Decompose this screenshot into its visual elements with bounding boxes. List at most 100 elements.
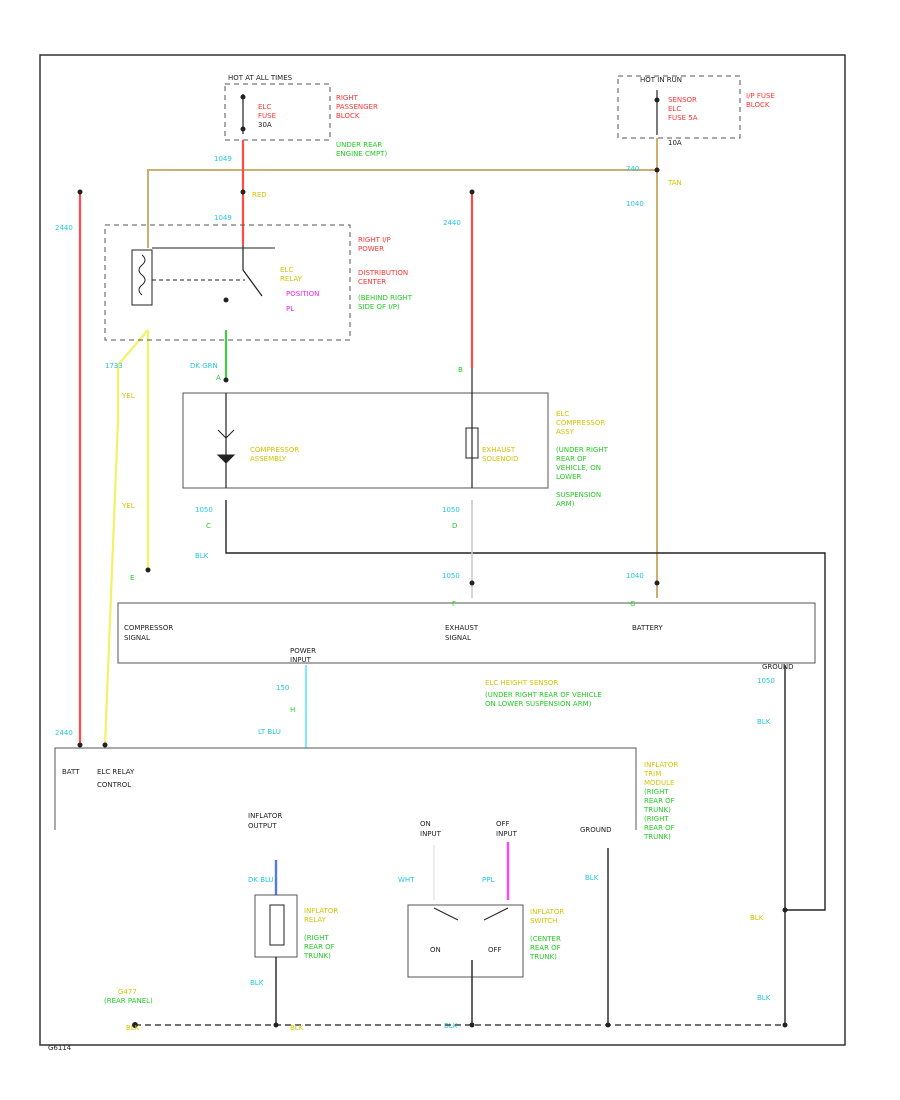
circuit-tan-2: 1040 — [626, 200, 644, 208]
relay-location-4: CENTER — [358, 278, 386, 286]
module-info-8: REAR OF — [644, 824, 675, 832]
exhaust-label-2: SOLENOID — [482, 455, 518, 463]
ground-node-3 — [605, 1022, 611, 1028]
wire-green-label: DK GRN — [190, 362, 218, 370]
circuit-exhaust-2: 1050 — [442, 572, 460, 580]
wire-inflator-relay-blk: BLK — [250, 979, 264, 987]
module-info-4: (RIGHT — [644, 788, 669, 796]
exhaust-pin-b: B — [458, 366, 463, 374]
circuit-red-2: 1049 — [214, 214, 232, 222]
sensor-box — [117, 602, 816, 664]
ground-bus-blk-2: BLK — [290, 1024, 304, 1032]
sensor-group: E F G COMPRESSOR SIGNAL EXHAUST SIGNAL B… — [117, 567, 816, 714]
ground-bus-blk-1: BLK — [126, 1024, 140, 1032]
inflator-switch-info-1: INFLATOR — [530, 908, 564, 916]
module-info-3: MODULE — [644, 779, 674, 787]
circuit-yellow: 1733 — [105, 362, 123, 370]
inflator-switch-blade-on — [433, 907, 459, 921]
inflator-switch-info-2: SWITCH — [530, 917, 557, 925]
relay-mount-1: (BEHIND RIGHT — [358, 294, 413, 302]
diagram-frame — [39, 54, 846, 1046]
wire-ltblue-label: LT BLU — [258, 728, 281, 736]
sensor-exhaust-signal-1: EXHAUST — [445, 624, 479, 632]
sensor-pin-f: F — [452, 600, 456, 608]
compressor-group: A COMPRESSOR ASSEMBLY B EXHAUST SOLENOID… — [182, 366, 609, 530]
module-inflator-output-1: INFLATOR — [248, 812, 282, 820]
module-group: BATT ELC RELAY CONTROL INFLATOR TRIM MOD… — [54, 742, 678, 841]
fuse-right-label-3: FUSE 5A — [668, 114, 698, 122]
inflator-relay-info-3: (RIGHT — [304, 934, 329, 942]
inflator-switch-blade-off — [483, 907, 509, 921]
ground-node-4 — [782, 1022, 788, 1028]
inflator-switch-info-3: (CENTER — [530, 935, 561, 943]
wire-red-left-label: 2440 — [55, 729, 73, 737]
ground-node-1 — [273, 1022, 279, 1028]
relay-group: ELC RELAY RIGHT I/P POWER DISTRIBUTION C… — [104, 224, 413, 341]
module-on-input-2: INPUT — [420, 830, 442, 838]
wire-dkblue-label: DK BLU — [248, 876, 274, 884]
fuse-left-label-1: ELC — [258, 103, 271, 111]
sensor-info-1: ELC HEIGHT SENSOR — [485, 679, 558, 687]
comp-info-4: (UNDER RIGHT — [556, 446, 609, 454]
relay-position-1: POSITION — [286, 290, 319, 298]
fuse-left-term-bottom — [240, 126, 246, 132]
fuse-left-header: HOT AT ALL TIMES — [228, 74, 293, 82]
fuse-right-label-4: 10A — [668, 139, 682, 147]
sensor-pin-g: G — [630, 600, 635, 608]
circuit-ground-4: BLK — [757, 994, 771, 1002]
comp-info-1: ELC — [556, 410, 569, 418]
ground-label-2: (REAR PANEL) — [104, 997, 153, 1005]
compressor-pin-a: A — [216, 374, 221, 382]
sensor-battery: BATTERY — [632, 624, 663, 632]
inflator-switch-group: ON OFF INFLATOR SWITCH (CENTER REAR OF T… — [407, 904, 564, 978]
relay-coil — [131, 249, 153, 306]
circuit-exhaust: 1050 — [442, 506, 460, 514]
comp-info-3: ASSY — [556, 428, 575, 436]
comp-pin-c: C — [206, 522, 211, 530]
module-pin-yel — [102, 742, 108, 748]
splice-black-ground — [782, 907, 788, 913]
wire-ppl-label: PPL — [482, 876, 494, 884]
module-off-input-1: OFF — [496, 820, 510, 828]
inflator-relay-group: INFLATOR RELAY (RIGHT REAR OF TRUNK) — [254, 894, 338, 960]
sensor-info-2: (UNDER RIGHT REAR OF VEHICLE — [485, 691, 602, 699]
circuit-ltblue: 150 — [276, 684, 289, 692]
wire-tan-top — [147, 169, 657, 248]
fuse-left-term-top — [240, 94, 246, 100]
circuit-ground-1: 1050 — [757, 677, 775, 685]
inflator-relay-info-4: REAR OF — [304, 943, 335, 951]
relay-position-2: PL — [286, 305, 294, 313]
compressor-motor-symbol — [217, 429, 235, 439]
sensor-pin-batt — [654, 580, 660, 586]
comp-pin-d: D — [452, 522, 457, 530]
inflator-switch-info-5: TRUNK) — [529, 953, 557, 961]
circuit-red-left: 2440 — [55, 224, 73, 232]
fuse-left-mount-2: ENGINE CMPT) — [336, 150, 387, 158]
module-pin-batt — [77, 742, 83, 748]
sensor-pin-h: H — [290, 706, 295, 714]
circuit-red-middle: 2440 — [443, 219, 461, 227]
fuse-left-label-2: FUSE — [258, 112, 276, 120]
relay-location-1: RIGHT I/P — [358, 236, 391, 244]
sensor-pin-exhaust — [469, 580, 475, 586]
exhaust-label-1: EXHAUST — [482, 446, 516, 454]
inflator-switch-off: OFF — [488, 946, 502, 954]
sensor-info-3: ON LOWER SUSPENSION ARM) — [485, 700, 592, 708]
circuit-black-1: 1050 — [195, 506, 213, 514]
sensor-comp-signal-2: SIGNAL — [124, 634, 150, 642]
exhaust-solenoid — [465, 427, 479, 459]
fuse-right-group: HOT IN RUN SENSOR ELC FUSE 5A 10A I/P FU… — [617, 75, 775, 147]
module-info-5: REAR OF — [644, 797, 675, 805]
module-info-1: INFLATOR — [644, 761, 678, 769]
module-title-2: CONTROL — [97, 781, 131, 789]
module-info-7: (RIGHT — [644, 815, 669, 823]
wire-switch-blk: BLK — [444, 1022, 458, 1030]
comp-info-2: COMPRESSOR — [556, 419, 605, 427]
circuit-tan-3: 1040 — [626, 572, 644, 580]
ground-label-1: G477 — [118, 988, 137, 996]
sensor-power-input-2: INPUT — [290, 656, 312, 664]
comp-info-7: LOWER — [556, 473, 582, 481]
wire-yellow — [103, 329, 149, 746]
inflator-relay-info-2: RELAY — [304, 916, 327, 924]
